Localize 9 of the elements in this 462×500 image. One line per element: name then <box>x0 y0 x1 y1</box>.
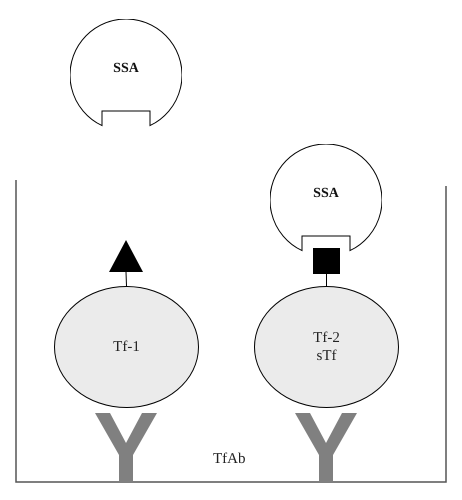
ssa-label: SSA <box>113 61 139 77</box>
antibody-label: TfAb <box>213 451 246 468</box>
ssa-label: SSA <box>313 186 339 202</box>
node-label: Tf-1 <box>113 338 140 356</box>
node-label: Tf-2 <box>313 330 340 346</box>
connector-line <box>126 272 127 286</box>
connector-line <box>326 274 327 286</box>
node-label: sTf <box>316 348 336 364</box>
square-marker <box>313 248 340 274</box>
